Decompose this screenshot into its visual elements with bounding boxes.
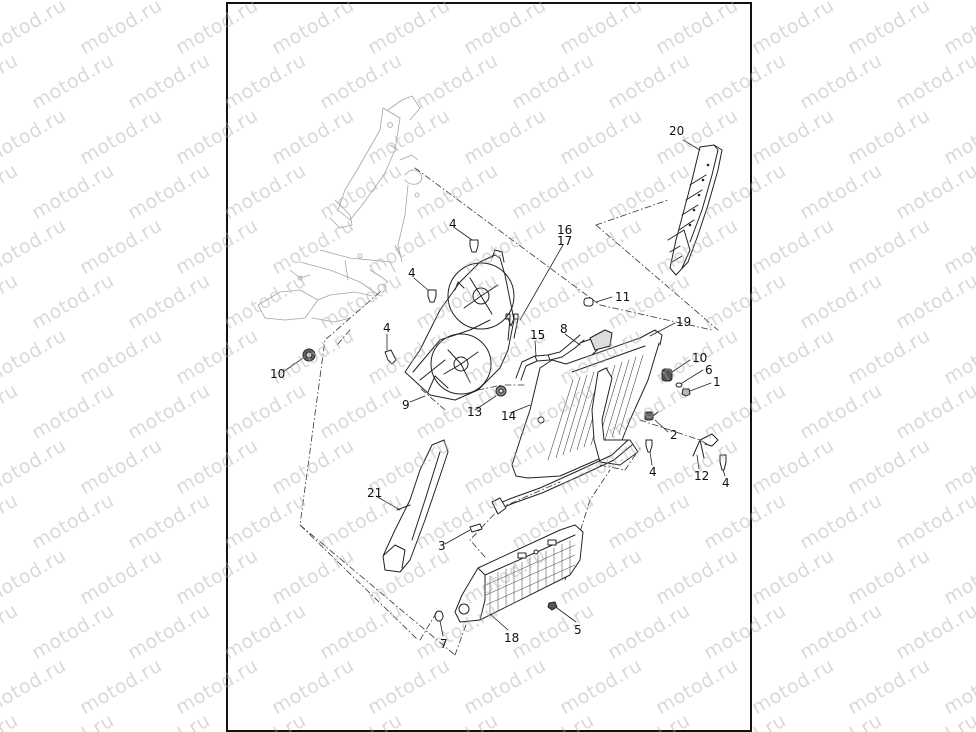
part-2-temperature-sensor xyxy=(644,411,659,421)
callout-label-17: 17 xyxy=(557,234,573,248)
lower-hose xyxy=(491,439,633,515)
part-5-nut xyxy=(547,601,558,611)
part-11-grommet xyxy=(583,297,594,307)
callout-label-5: 5 xyxy=(574,623,582,637)
callout-label-4: 4 xyxy=(649,465,657,479)
ghost-vehicle-frame xyxy=(257,95,423,323)
callout-label-21: 21 xyxy=(367,486,383,500)
callout-label-2: 2 xyxy=(670,428,678,442)
callout-label-15: 15 xyxy=(530,328,546,342)
callout-label-11: 11 xyxy=(615,290,631,304)
dashed-reference-lines xyxy=(299,167,719,656)
callout-label-10: 10 xyxy=(692,351,708,365)
part-3-bolt xyxy=(469,523,483,533)
callout-label-7: 7 xyxy=(440,637,448,651)
callout-label-4: 4 xyxy=(408,266,416,280)
part-8-radiator-cap xyxy=(589,329,613,351)
part-13-grommet xyxy=(495,385,507,397)
part-21-lower-shroud xyxy=(382,439,449,573)
callout-label-12: 12 xyxy=(694,469,710,483)
callout-label-18: 18 xyxy=(504,631,520,645)
callout-label-1: 1 xyxy=(713,375,721,389)
part-9-fan-assembly xyxy=(404,249,515,401)
part-7-o-ring xyxy=(434,610,444,622)
callout-label-9: 9 xyxy=(402,398,410,412)
callout-label-6: 6 xyxy=(705,363,713,377)
diagram-frame xyxy=(226,2,752,732)
callout-label-4: 4 xyxy=(722,476,730,490)
callout-label-20: 20 xyxy=(669,124,685,138)
part-4-bolts xyxy=(384,239,727,471)
part-10-grommet-nuts xyxy=(302,348,673,382)
part-20-upper-shroud xyxy=(667,144,723,276)
part-12-bracket-clip xyxy=(692,433,719,459)
callout-label-13: 13 xyxy=(467,405,483,419)
callout-label-19: 19 xyxy=(676,315,692,329)
part-1-nut xyxy=(681,388,691,397)
callout-label-4: 4 xyxy=(383,321,391,335)
callout-label-14: 14 xyxy=(501,409,517,423)
callout-label-3: 3 xyxy=(438,539,446,553)
part-18-oil-cooler xyxy=(454,524,584,623)
callout-leader-lines xyxy=(282,139,726,637)
part-16-17-wire-connectors xyxy=(505,313,519,341)
callout-label-4: 4 xyxy=(449,217,457,231)
part-6-washer xyxy=(675,382,683,388)
callout-label-16: 16 xyxy=(557,223,573,237)
callout-label-8: 8 xyxy=(560,322,568,336)
callout-label-10: 10 xyxy=(270,367,286,381)
